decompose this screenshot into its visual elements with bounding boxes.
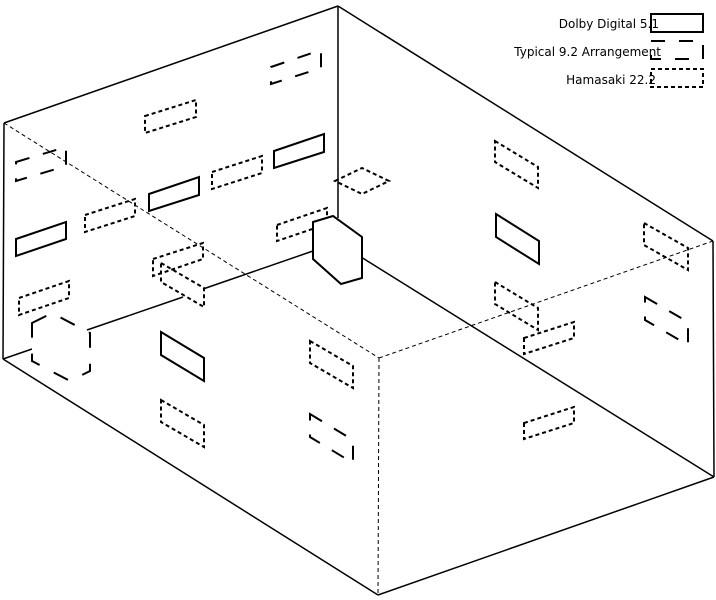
- subwoofer-9-2: [31, 311, 91, 383]
- legend-swatch-long-dash: [650, 40, 704, 60]
- speaker-9-2-far-right: [644, 295, 689, 347]
- floor-speakers: [523, 320, 575, 441]
- room-visible-edges: [2, 5, 715, 596]
- speaker-5-1-center: [148, 175, 200, 213]
- legend: Dolby Digital 5.1 Typical 9.2 Arrangemen…: [513, 13, 704, 88]
- speaker-9-2-top-left: [15, 145, 67, 183]
- speaker-22-2-front-box: [160, 261, 205, 309]
- speaker-9-2-front-right: [309, 412, 354, 465]
- subwoofer-5-1: [312, 214, 363, 286]
- speaker-22-2-lower-left: [18, 279, 70, 317]
- speaker-22-2-upper-center: [144, 98, 197, 135]
- speaker-22-2-lower-center: [152, 241, 204, 278]
- legend-label-typical: Typical 9.2 Arrangement: [513, 45, 661, 59]
- speaker-22-2-floor-right-a: [523, 320, 575, 356]
- speaker-22-2-mid-right: [211, 154, 263, 191]
- speaker-5-1-right: [495, 212, 540, 266]
- speaker-9-2-top-right: [270, 48, 322, 86]
- speaker-22-2-front-right-upper: [309, 339, 354, 390]
- speaker-22-2-right-upper: [494, 139, 539, 190]
- back-wall-speakers: [15, 48, 328, 317]
- right-wall-speakers: [494, 139, 689, 347]
- legend-label-hamasaki: Hamasaki 22.2: [566, 73, 656, 87]
- speaker-22-2-floor-right-b: [523, 405, 575, 441]
- front-wall-speakers: [160, 261, 354, 465]
- legend-swatch-dotted: [650, 68, 704, 88]
- speaker-5-1-upper-right: [273, 132, 325, 170]
- room-hidden-edges: [3, 122, 714, 596]
- speaker-22-2-far-right-upper: [643, 221, 689, 272]
- speaker-5-1-left: [15, 220, 67, 258]
- speaker-22-2-ceiling: [332, 166, 392, 196]
- speaker-5-1-front-left: [160, 330, 205, 383]
- speaker-22-2-right-lower: [494, 280, 539, 332]
- legend-swatch-solid: [650, 13, 704, 33]
- speaker-22-2-lower-right: [276, 206, 328, 243]
- legend-label-dolby: Dolby Digital 5.1: [559, 17, 659, 31]
- speaker-22-2-left-mid: [84, 197, 136, 234]
- speaker-22-2-front-lower: [160, 398, 205, 449]
